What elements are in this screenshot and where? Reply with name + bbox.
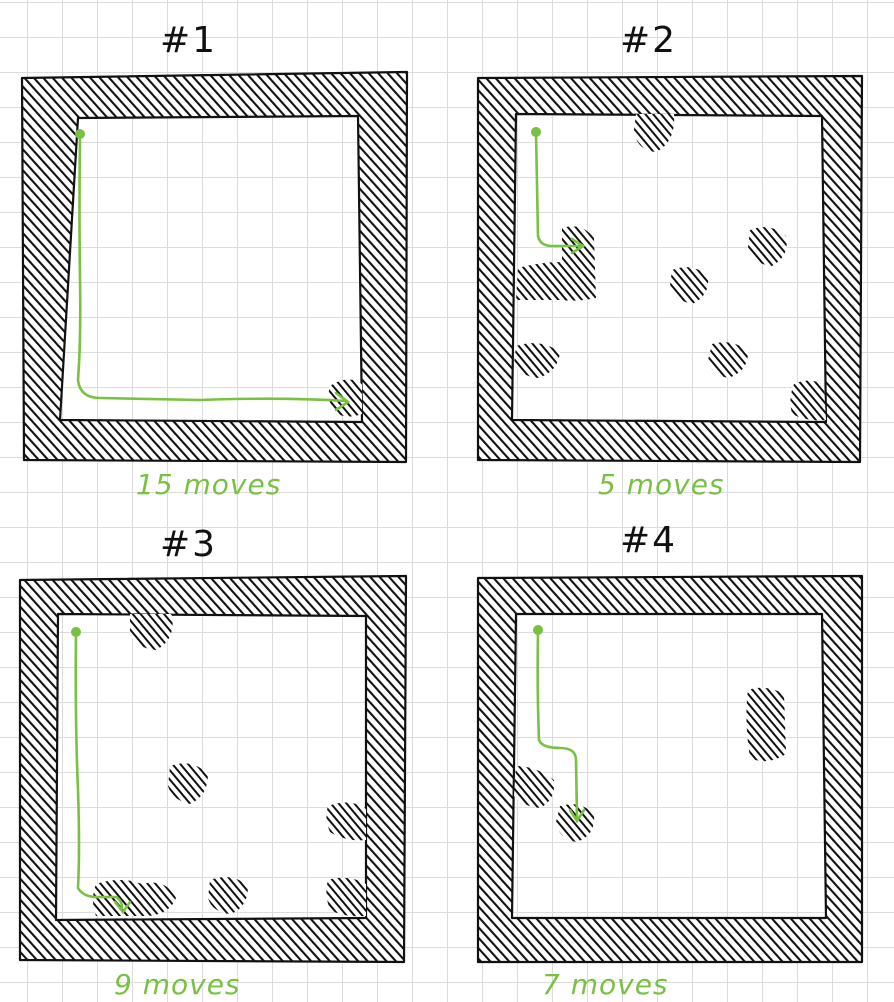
obstacle: [514, 766, 555, 808]
obstacle: [746, 687, 786, 762]
puzzle-4-solution-path: [533, 625, 586, 824]
obstacle: [670, 267, 709, 304]
path-line: [74, 630, 124, 910]
puzzle-1-title: #1: [160, 20, 217, 61]
arrow-head: [570, 237, 586, 255]
puzzle-2-frame: [476, 74, 864, 464]
puzzle-2: #2 5 moves: [476, 20, 864, 501]
puzzle-4: #4 7 moves: [476, 520, 864, 1001]
obstacle: [326, 802, 366, 841]
obstacle: [748, 227, 787, 266]
path-line: [534, 130, 582, 248]
obstacle: [130, 614, 173, 650]
puzzle-4-frame: [476, 574, 864, 964]
puzzle-1: #1 15 moves: [20, 20, 409, 501]
puzzle-4-moves: 7 moves: [542, 968, 669, 1001]
puzzle-2-solution-path: [531, 127, 586, 255]
obstacle: [326, 877, 366, 917]
obstacle: [708, 342, 748, 378]
obstacle: [514, 343, 560, 378]
obstacle: [328, 379, 362, 417]
obstacle: [208, 877, 248, 914]
arrow-head: [113, 900, 132, 915]
path-line: [76, 132, 348, 403]
obstacle: [516, 226, 596, 301]
obstacle: [634, 114, 675, 152]
path-line: [536, 628, 579, 820]
obstacle: [790, 380, 826, 421]
puzzle-1-solution-path: [75, 129, 351, 412]
obstacle: [556, 804, 595, 842]
puzzle-2-title: #2: [620, 20, 677, 61]
puzzle-2-obstacles: [514, 114, 826, 421]
puzzle-2-moves: 5 moves: [598, 468, 725, 501]
puzzle-4-title: #4: [620, 520, 677, 561]
puzzle-1-frame: [20, 70, 409, 464]
obstacle: [168, 763, 208, 804]
obstacle: [93, 880, 176, 916]
puzzle-1-moves: 15 moves: [136, 468, 281, 501]
puzzle-3-frame: [18, 574, 408, 964]
puzzle-4-obstacles: [514, 687, 786, 842]
puzzle-3: #3 9 moves: [18, 524, 408, 1001]
puzzle-1-obstacles: [328, 379, 362, 417]
puzzle-3-moves: 9 moves: [114, 968, 241, 1001]
puzzle-3-obstacles: [93, 614, 366, 917]
puzzle-3-solution-path: [71, 627, 132, 915]
puzzle-3-title: #3: [160, 524, 217, 565]
arrow-head: [568, 808, 586, 824]
arrow-head: [334, 391, 351, 412]
